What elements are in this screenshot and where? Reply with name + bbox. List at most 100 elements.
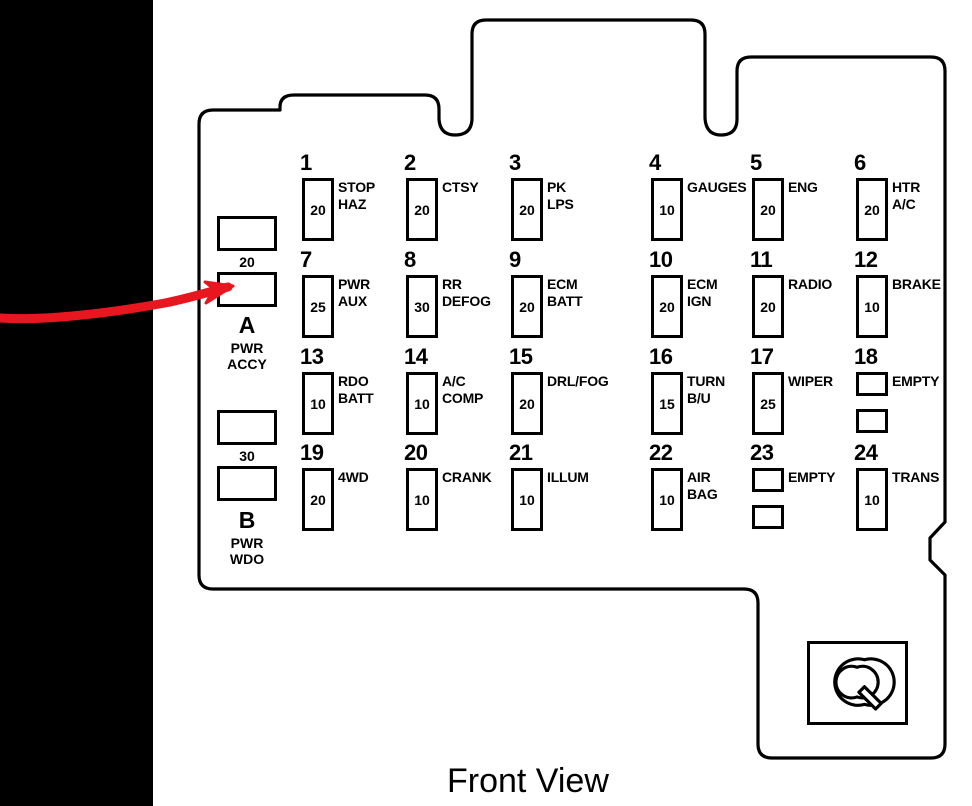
fuse-label-3: PK <box>547 179 567 195</box>
fuse-slot-8: 30 <box>406 275 438 338</box>
breaker-a-id: A <box>238 312 256 338</box>
fuse-amp-20: 10 <box>414 491 430 508</box>
fuse-number-13: 13 <box>300 344 324 369</box>
fuse-label-7-line2: AUX <box>338 293 367 309</box>
fuse-slot-9: 20 <box>511 275 543 338</box>
fuse-label-1-line2: HAZ <box>338 196 367 212</box>
fuse-label-14: A/C <box>442 373 466 389</box>
fuse-slot-2: 20 <box>406 178 438 241</box>
fuse-number-2: 2 <box>404 150 416 175</box>
fuse-number-5: 5 <box>750 150 762 175</box>
fuse-number-23: 23 <box>750 440 774 465</box>
fuse-label-22-line2: BAG <box>687 486 718 502</box>
fuse-label-9-line2: BATT <box>547 293 583 309</box>
fuse-amp-1: 20 <box>310 201 326 218</box>
fuse-label-6: HTR <box>892 179 921 195</box>
fuse-amp-12: 10 <box>864 298 880 315</box>
fuse-label-1: STOP <box>338 179 376 195</box>
fuse-label-6-line2: A/C <box>892 196 916 212</box>
fuse-label-16: TURN <box>687 373 726 389</box>
fuse-number-6: 6 <box>854 150 866 175</box>
fuse-label-13: RDO <box>338 373 369 389</box>
fuse-number-3: 3 <box>509 150 521 175</box>
breaker-b-desc-line2: WDO <box>229 551 265 567</box>
breaker-a-desc-line1: PWR <box>230 340 264 356</box>
breaker-a-amp: 20 <box>239 254 255 270</box>
breaker-b-upper-slot <box>217 410 277 445</box>
fuse-label-12: BRAKE <box>892 276 941 292</box>
fuse-label-14-line2: COMP <box>442 390 484 406</box>
fuse-amp-17: 25 <box>760 395 776 412</box>
fuse-amp-24: 10 <box>864 491 880 508</box>
fuse-slot-19: 20 <box>302 468 334 531</box>
fuse-amp-15: 20 <box>519 395 535 412</box>
fuse-label-8: RR <box>442 276 462 292</box>
fuse-puller-box <box>807 641 908 725</box>
fuse-number-14: 14 <box>404 344 428 369</box>
page-title: Front View <box>447 762 609 800</box>
fuse-amp-21: 10 <box>519 491 535 508</box>
fuse-amp-19: 20 <box>310 491 326 508</box>
fuse-label-4: GAUGES <box>687 179 747 195</box>
fuse-number-9: 9 <box>509 247 521 272</box>
fuse-slot-3: 20 <box>511 178 543 241</box>
fuse-amp-8: 30 <box>414 298 430 315</box>
fuse-amp-4: 10 <box>659 201 675 218</box>
fuse-number-7: 7 <box>300 247 312 272</box>
fuse-number-20: 20 <box>404 440 428 465</box>
fuse-slot-12: 10 <box>856 275 888 338</box>
breaker-a-desc-line2: ACCY <box>227 356 267 372</box>
fuse-slot-18-upper <box>856 372 888 396</box>
fuse-amp-16: 15 <box>659 395 675 412</box>
fuse-amp-14: 10 <box>414 395 430 412</box>
fuse-amp-5: 20 <box>760 201 776 218</box>
fuse-slot-5: 20 <box>752 178 784 241</box>
fuse-number-19: 19 <box>300 440 324 465</box>
fuse-slot-1: 20 <box>302 178 334 241</box>
fuse-label-11: RADIO <box>788 276 833 292</box>
fuse-label-18: EMPTY <box>892 373 940 389</box>
fuse-slot-16: 15 <box>651 372 683 435</box>
fuse-label-15: DRL/FOG <box>547 373 609 389</box>
fuse-number-4: 4 <box>649 150 661 175</box>
breaker-b-id: B <box>238 507 256 533</box>
fuse-label-22: AIR <box>687 469 711 485</box>
breaker-b-desc-line1: PWR <box>230 535 264 551</box>
fuse-slot-11: 20 <box>752 275 784 338</box>
breaker-a-upper-slot <box>217 216 277 251</box>
fuse-amp-6: 20 <box>864 201 880 218</box>
fuse-slot-21: 10 <box>511 468 543 531</box>
fuse-label-10: ECM <box>687 276 718 292</box>
fuse-amp-13: 10 <box>310 395 326 412</box>
fuse-label-10-line2: IGN <box>687 293 712 309</box>
fuse-slot-10: 20 <box>651 275 683 338</box>
fuse-amp-2: 20 <box>414 201 430 218</box>
fuse-number-10: 10 <box>649 247 673 272</box>
fuse-label-23: EMPTY <box>788 469 836 485</box>
fuse-label-24: TRANS <box>892 469 940 485</box>
fuse-label-13-line2: BATT <box>338 390 374 406</box>
fuse-number-17: 17 <box>750 344 774 369</box>
fuse-label-2: CTSY <box>442 179 479 195</box>
fuse-number-8: 8 <box>404 247 416 272</box>
fuse-amp-7: 25 <box>310 298 326 315</box>
fuse-slot-24: 10 <box>856 468 888 531</box>
fuse-amp-9: 20 <box>519 298 535 315</box>
fuse-number-11: 11 <box>750 247 773 272</box>
fuse-label-20: CRANK <box>442 469 492 485</box>
fuse-label-5: ENG <box>788 179 818 195</box>
fuse-amp-22: 10 <box>659 491 675 508</box>
fuse-number-1: 1 <box>300 150 312 175</box>
fuse-amp-11: 20 <box>760 298 776 315</box>
fuse-label-16-line2: B/U <box>687 390 711 406</box>
fuse-slot-17: 25 <box>752 372 784 435</box>
fuse-slot-13: 10 <box>302 372 334 435</box>
fuse-label-17: WIPER <box>788 373 833 389</box>
fuse-label-21: ILLUM <box>547 469 589 485</box>
fuse-slot-7: 25 <box>302 275 334 338</box>
fuse-number-12: 12 <box>854 247 878 272</box>
fuse-number-18: 18 <box>854 344 878 369</box>
fuse-number-24: 24 <box>854 440 878 465</box>
